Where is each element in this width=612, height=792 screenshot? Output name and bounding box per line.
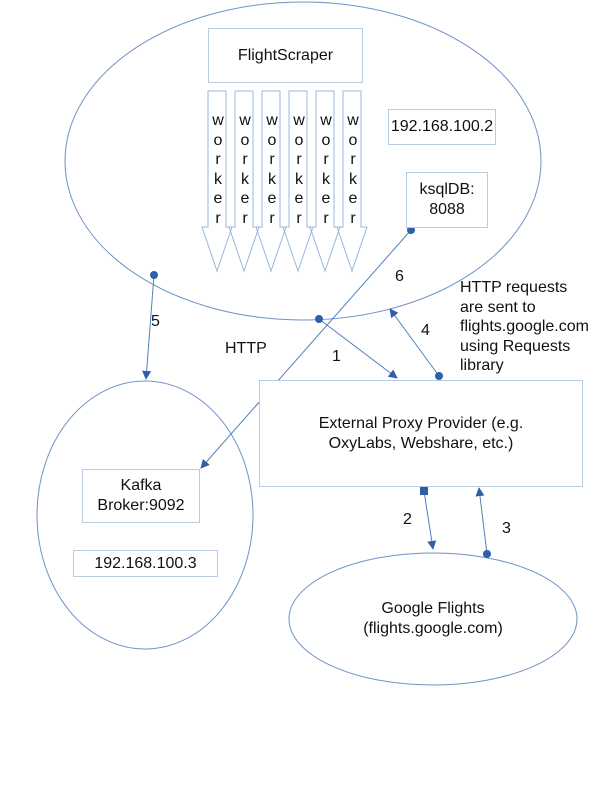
worker-letter: r <box>296 151 302 168</box>
edge-label-4: 4 <box>421 322 430 339</box>
worker-arrow <box>255 90 287 273</box>
worker-letter: w <box>293 112 305 129</box>
google-flights-ellipse <box>288 552 578 686</box>
proxy-label-line2: OxyLabs, Webshare, etc.) <box>328 434 514 452</box>
http-annotation: HTTP <box>225 340 267 357</box>
worker-letter: e <box>213 190 223 207</box>
edge-label-2: 2 <box>403 511 412 528</box>
edge-3 <box>475 487 488 555</box>
requests-note-line: using Requests <box>460 337 571 355</box>
edge-2 <box>423 490 437 550</box>
worker-letter: r <box>215 209 221 227</box>
worker-letter: w <box>266 112 278 129</box>
worker-letter: w <box>320 112 332 129</box>
worker-letter: r <box>350 209 356 227</box>
kafka-label-line1: Kafka <box>120 477 162 494</box>
edge-1 <box>318 318 398 379</box>
flightscraper-box: FlightScraper <box>208 28 363 83</box>
flightscraper-host-ip: 192.168.100.2 <box>390 118 494 135</box>
proxy-label-line1: External Proxy Provider (e.g. <box>318 414 524 432</box>
worker-letter: o <box>267 131 277 149</box>
ksqldb-label-line1: ksqlDB: <box>419 181 475 198</box>
worker-letter: k <box>268 170 276 188</box>
worker-letter: e <box>294 190 304 207</box>
edge-6 <box>200 229 412 469</box>
edge-label-3: 3 <box>502 520 511 537</box>
google-flights-label: Google Flights (flights.google.com) <box>289 599 577 639</box>
worker-arrows <box>201 90 368 273</box>
kafka-host-ellipse <box>36 380 254 650</box>
worker-letter: o <box>348 131 358 149</box>
worker-arrow <box>228 90 260 273</box>
requests-note-line: library <box>460 357 504 374</box>
flightscraper-host-ip-box: 192.168.100.2 <box>388 109 496 145</box>
kafka-label-line2: Broker:9092 <box>97 497 185 514</box>
worker-letter: o <box>213 131 223 149</box>
google-flights-line2: (flights.google.com) <box>363 620 503 637</box>
worker-letter: k <box>295 170 303 188</box>
ksqldb-label-line2: 8088 <box>429 201 465 218</box>
worker-letter: r <box>296 209 302 227</box>
kafka-host-ip: 192.168.100.3 <box>94 554 197 572</box>
edge-label-1: 1 <box>332 348 341 365</box>
worker-letter: r <box>269 209 275 227</box>
worker-letter: r <box>215 151 221 168</box>
edge-4 <box>389 308 440 377</box>
worker-letter: o <box>321 131 331 149</box>
edge-1-start-dot <box>315 315 323 323</box>
edge-5 <box>142 274 155 380</box>
worker-letter: k <box>214 170 222 188</box>
worker-letter: r <box>242 209 248 227</box>
worker-letter: r <box>323 209 329 227</box>
worker-letter: r <box>242 151 248 168</box>
edge-label-5: 5 <box>151 313 160 330</box>
kafka-host-ip-box: 192.168.100.3 <box>73 550 218 577</box>
worker-letter: w <box>239 112 251 129</box>
worker-arrow <box>201 90 233 273</box>
worker-arrow <box>282 90 314 273</box>
kafka-broker-box: Kafka Broker:9092 <box>82 469 200 523</box>
edge-3-start-dot <box>483 550 491 558</box>
worker-letter: e <box>267 190 277 207</box>
worker-letter: e <box>348 190 358 207</box>
google-flights-line1: Google Flights <box>381 600 485 617</box>
edge-6-start-dot <box>407 226 415 234</box>
worker-letter: e <box>240 190 250 207</box>
flightscraper-label: FlightScraper <box>237 46 334 64</box>
edge-4-start-dot <box>435 372 443 380</box>
worker-arrow <box>309 90 341 273</box>
worker-letter: r <box>350 151 356 168</box>
worker-letter: e <box>321 190 331 207</box>
worker-letter: w <box>212 112 224 129</box>
worker-letter: o <box>294 131 304 149</box>
proxy-provider-box: External Proxy Provider (e.g. OxyLabs, W… <box>259 380 583 487</box>
edge-2-start-square <box>420 487 428 495</box>
requests-note-line: are sent to <box>460 298 536 316</box>
requests-note: HTTP requests are sent to flights.google… <box>460 278 589 376</box>
edge-label-6: 6 <box>395 268 404 285</box>
ksqldb-box: ksqlDB: 8088 <box>406 172 488 228</box>
worker-letter: r <box>269 151 275 168</box>
worker-arrow <box>336 90 368 273</box>
worker-letter: w <box>347 112 359 129</box>
worker-letter: k <box>349 170 357 188</box>
requests-note-line: HTTP requests <box>460 279 568 296</box>
edge-5-start-dot <box>150 271 158 279</box>
worker-letter: k <box>322 170 330 188</box>
worker-letter: k <box>241 170 249 188</box>
requests-note-line: flights.google.com <box>460 318 589 335</box>
flightscraper-host-ellipse <box>64 1 542 321</box>
worker-letter: r <box>323 151 329 168</box>
worker-letter: o <box>240 131 250 149</box>
